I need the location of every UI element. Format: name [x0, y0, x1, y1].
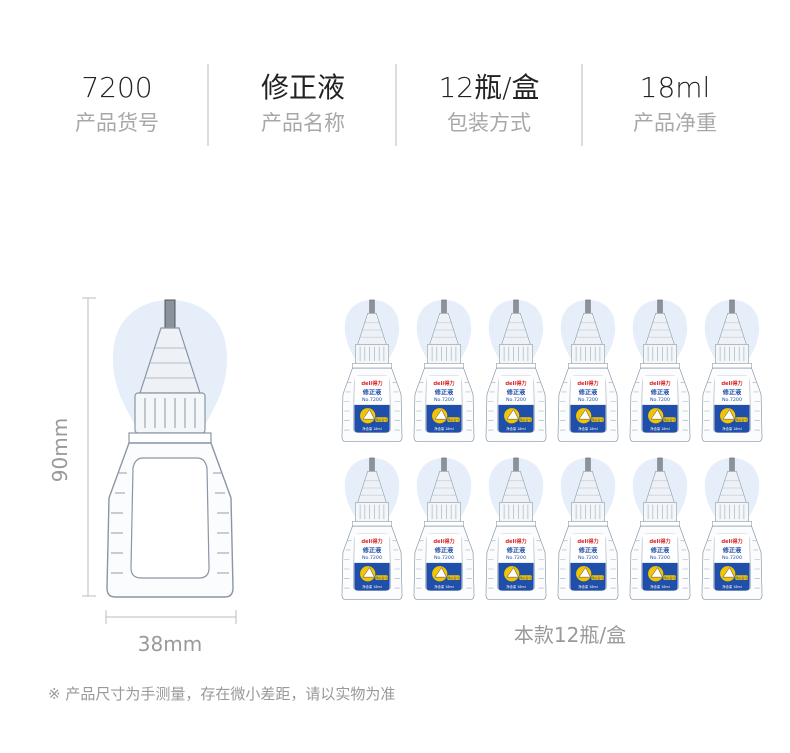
label-model: No.7200 — [722, 397, 742, 403]
divider — [581, 64, 583, 146]
label-badge: 笔尖设计 — [448, 575, 460, 580]
brand-logo: deli得力 — [649, 537, 670, 545]
label-badge: 笔尖设计 — [664, 575, 676, 580]
small-bottle: deli得力 修正液 No.7200 笔尖设计 净含量 18ml — [701, 457, 763, 600]
label-net: 净含量 18ml — [722, 584, 742, 589]
small-bottle: deli得力 修正液 No.7200 笔尖设计 净含量 18ml — [485, 299, 547, 442]
label-name: 修正液 — [362, 388, 382, 396]
brand-logo: deli得力 — [433, 537, 454, 545]
height-dimension-line — [82, 297, 96, 597]
label-badge: 笔尖设计 — [520, 417, 532, 422]
pack-caption: 本款12瓶/盒 — [513, 623, 627, 647]
brand-logo: deli得力 — [577, 379, 598, 387]
brand-logo: deli得力 — [433, 379, 454, 387]
brand-logo: deli得力 — [721, 379, 742, 387]
spec-value: 12瓶/盒 — [438, 71, 540, 104]
spec-item-packaging: 12瓶/盒 包装方式 — [396, 70, 582, 140]
label-net: 净含量 18ml — [434, 584, 454, 589]
label-name: 修正液 — [434, 546, 454, 554]
label-name: 修正液 — [506, 546, 526, 554]
label-model: No.7200 — [722, 555, 742, 561]
small-bottle: deli得力 修正液 No.7200 笔尖设计 净含量 18ml — [413, 299, 475, 442]
spec-label: 产品货号 — [75, 111, 159, 135]
spec-value: 7200 — [81, 71, 153, 104]
label-badge: 笔尖设计 — [592, 417, 604, 422]
spec-value: 修正液 — [260, 71, 345, 104]
spec-label: 产品名称 — [261, 111, 345, 135]
small-bottle: deli得力 修正液 No.7200 笔尖设计 净含量 18ml — [413, 457, 475, 600]
label-badge: 笔尖设计 — [736, 575, 748, 580]
label-model: No.7200 — [506, 555, 526, 561]
brand-logo: deli得力 — [361, 537, 382, 545]
brand-logo: deli得力 — [361, 379, 382, 387]
footnote: ※ 产品尺寸为手测量，存在微小差距，请以实物为准 — [48, 685, 396, 703]
label-name: 修正液 — [650, 546, 670, 554]
label-badge: 笔尖设计 — [736, 417, 748, 422]
label-badge: 笔尖设计 — [592, 575, 604, 580]
label-model: No.7200 — [362, 555, 382, 561]
large-bottle-illustration — [104, 298, 236, 598]
small-bottle: deli得力 修正液 No.7200 笔尖设计 净含量 18ml — [341, 457, 403, 600]
label-net: 净含量 18ml — [650, 584, 670, 589]
brand-logo: deli得力 — [505, 537, 526, 545]
divider — [207, 64, 209, 146]
label-model: No.7200 — [362, 397, 382, 403]
label-model: No.7200 — [506, 397, 526, 403]
small-bottle: deli得力 修正液 No.7200 笔尖设计 净含量 18ml — [485, 457, 547, 600]
label-model: No.7200 — [578, 555, 598, 561]
spec-value: 18ml — [639, 71, 711, 104]
label-name: 修正液 — [578, 388, 598, 396]
label-model: No.7200 — [578, 397, 598, 403]
spec-item-name: 修正液 产品名称 — [210, 70, 396, 140]
label-model: No.7200 — [434, 397, 454, 403]
label-net: 净含量 18ml — [506, 426, 526, 431]
label-model: No.7200 — [434, 555, 454, 561]
small-bottle: deli得力 修正液 No.7200 笔尖设计 净含量 18ml — [629, 299, 691, 442]
label-name: 修正液 — [650, 388, 670, 396]
label-net: 净含量 18ml — [578, 584, 598, 589]
label-badge: 笔尖设计 — [376, 575, 388, 580]
width-dimension-line — [105, 610, 237, 624]
label-badge: 笔尖设计 — [520, 575, 532, 580]
label-net: 净含量 18ml — [578, 426, 598, 431]
small-bottle: deli得力 修正液 No.7200 笔尖设计 净含量 18ml — [629, 457, 691, 600]
label-net: 净含量 18ml — [650, 426, 670, 431]
label-net: 净含量 18ml — [362, 426, 382, 431]
label-net: 净含量 18ml — [362, 584, 382, 589]
label-name: 修正液 — [434, 388, 454, 396]
brand-logo: deli得力 — [649, 379, 670, 387]
small-bottle: deli得力 修正液 No.7200 笔尖设计 净含量 18ml — [557, 299, 619, 442]
spec-item-model: 7200 产品货号 — [24, 70, 210, 140]
label-model: No.7200 — [650, 555, 670, 561]
label-net: 净含量 18ml — [434, 426, 454, 431]
small-bottle: deli得力 修正液 No.7200 笔尖设计 净含量 18ml — [701, 299, 763, 442]
width-dimension-label: 38mm — [137, 632, 203, 656]
label-badge: 笔尖设计 — [448, 417, 460, 422]
small-bottle: deli得力 修正液 No.7200 笔尖设计 净含量 18ml — [341, 299, 403, 442]
brand-logo: deli得力 — [505, 379, 526, 387]
label-name: 修正液 — [362, 546, 382, 554]
label-name: 修正液 — [506, 388, 526, 396]
label-name: 修正液 — [722, 546, 742, 554]
spec-item-volume: 18ml 产品净重 — [582, 70, 768, 140]
label-net: 净含量 18ml — [506, 584, 526, 589]
label-model: No.7200 — [650, 397, 670, 403]
height-dimension-label: 90mm — [48, 417, 72, 483]
label-name: 修正液 — [722, 388, 742, 396]
label-net: 净含量 18ml — [722, 426, 742, 431]
label-name: 修正液 — [578, 546, 598, 554]
divider — [395, 64, 397, 146]
brand-logo: deli得力 — [577, 537, 598, 545]
label-badge: 笔尖设计 — [664, 417, 676, 422]
label-badge: 笔尖设计 — [376, 417, 388, 422]
brand-logo: deli得力 — [721, 537, 742, 545]
spec-label: 产品净重 — [633, 111, 717, 135]
small-bottle: deli得力 修正液 No.7200 笔尖设计 净含量 18ml — [557, 457, 619, 600]
spec-label: 包装方式 — [447, 111, 531, 135]
